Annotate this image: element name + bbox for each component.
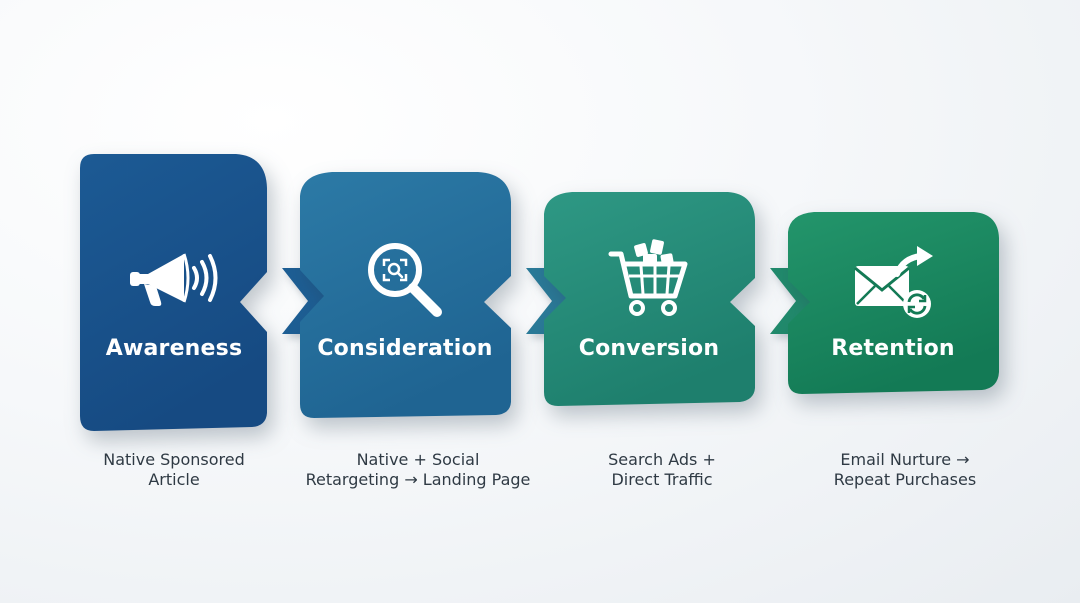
- stage-card-awareness: Awareness: [80, 154, 268, 431]
- caption-line: Repeat Purchases: [833, 470, 977, 489]
- stage-title: Consideration: [317, 336, 493, 361]
- shopping-cart-icon: [607, 238, 691, 318]
- stage-title: Retention: [831, 336, 955, 361]
- megaphone-icon: [126, 240, 222, 320]
- stage-caption-retention: Email Nurture → Repeat Purchases: [785, 450, 1025, 490]
- stage-card-conversion: Conversion: [542, 192, 756, 406]
- stage-card-background: [300, 172, 511, 418]
- caption-line: Direct Traffic: [611, 470, 713, 489]
- stage-caption-conversion: Search Ads + Direct Traffic: [542, 450, 782, 490]
- stage-title: Awareness: [105, 336, 243, 361]
- caption-line: Native Sponsored: [103, 450, 245, 469]
- caption-line: Native + Social: [356, 450, 480, 469]
- caption-line: Search Ads +: [608, 450, 716, 469]
- stage-card-retention: Retention: [786, 212, 1000, 394]
- caption-line: Article: [148, 470, 200, 489]
- email-refresh-icon: [845, 244, 941, 324]
- caption-line: Retargeting → Landing Page: [305, 470, 531, 489]
- stage-card-background: [544, 192, 755, 406]
- magnifier-icon: [363, 238, 447, 322]
- stage-caption-consideration: Native + Social Retargeting → Landing Pa…: [298, 450, 538, 490]
- caption-line: Email Nurture →: [840, 450, 970, 469]
- stage-title: Conversion: [578, 336, 720, 361]
- stage-card-consideration: Consideration: [298, 172, 512, 418]
- stage-caption-awareness: Native Sponsored Article: [54, 450, 294, 490]
